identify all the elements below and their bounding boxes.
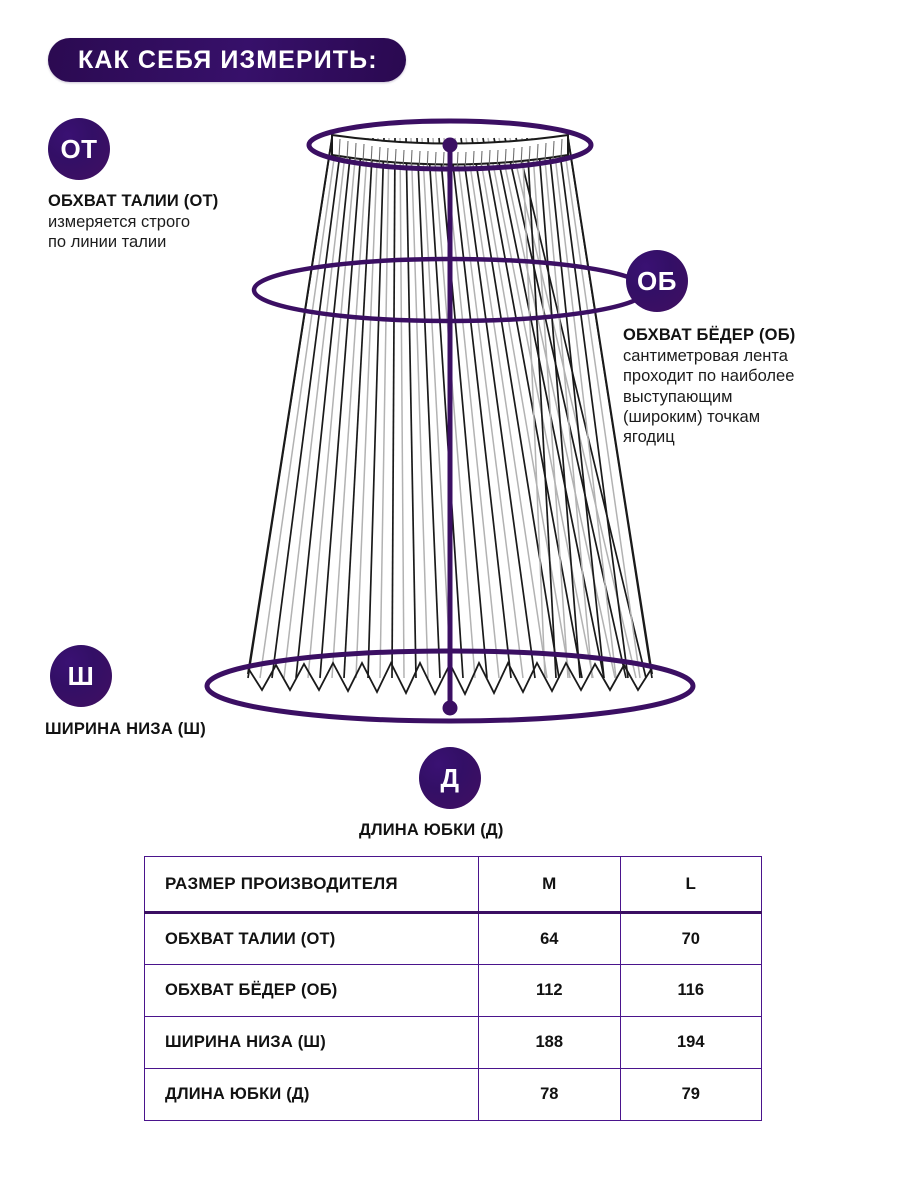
table-row: ОБХВАТ БЁДЕР (ОБ) 112 116 (144, 964, 762, 1017)
measure-title-waist: ОБХВАТ ТАЛИИ (ОТ) (48, 192, 219, 210)
table-cell-label: ШИРИНА НИЗА (Ш) (144, 1016, 479, 1069)
table-header-col-m: M (478, 856, 621, 914)
table-cell-label: ДЛИНА ЮБКИ (Д) (144, 1068, 479, 1121)
badge-bottom-width-label: Ш (67, 661, 95, 691)
measure-block-waist: ОБХВАТ ТАЛИИ (ОТ) измеряется строго по л… (48, 192, 318, 253)
measure-desc-hips: сантиметровая лента проходит по наиболее… (623, 347, 795, 447)
pleated-skirt-diagram (204, 118, 696, 724)
badge-hips: ОБ (626, 250, 688, 312)
table-row: ШИРИНА НИЗА (Ш) 188 194 (144, 1016, 762, 1069)
table-header-size-name: РАЗМЕР ПРОИЗВОДИТЕЛЯ (144, 856, 479, 914)
badge-hips-label: ОБ (637, 266, 677, 296)
badge-length: Д (419, 747, 481, 809)
table-row: ОБХВАТ ТАЛИИ (ОТ) 64 70 (144, 912, 762, 965)
table-cell-m: 78 (478, 1068, 621, 1121)
pleat-lines (247, 137, 653, 679)
badge-waist-label: ОТ (60, 134, 98, 164)
table-row: ДЛИНА ЮБКИ (Д) 78 79 (144, 1068, 762, 1121)
measure-title-hips: ОБХВАТ БЁДЕР (ОБ) (623, 326, 796, 344)
table-header-row: РАЗМЕР ПРОИЗВОДИТЕЛЯ M L (144, 856, 762, 914)
table-cell-label: ОБХВАТ ТАЛИИ (ОТ) (144, 912, 479, 965)
size-chart-table: РАЗМЕР ПРОИЗВОДИТЕЛЯ M L ОБХВАТ ТАЛИИ (О… (144, 856, 762, 1121)
measure-desc-waist: измеряется строго по линии талии (48, 213, 190, 252)
measure-title-length: ДЛИНА ЮБКИ (Д) (359, 821, 504, 839)
page-title: КАК СЕБЯ ИЗМЕРИТЬ: (78, 45, 378, 74)
badge-bottom-width: Ш (50, 645, 112, 707)
table-cell-m: 112 (478, 964, 621, 1017)
length-line-top-dot (442, 137, 458, 153)
table-cell-l: 70 (619, 912, 762, 965)
table-header-col-l: L (619, 856, 762, 914)
badge-waist: ОТ (48, 118, 110, 180)
length-line-bottom-dot (442, 700, 458, 716)
skirt-outline (247, 137, 653, 675)
table-cell-l: 194 (619, 1016, 762, 1069)
measure-title-bottom-width: ШИРИНА НИЗА (Ш) (45, 720, 206, 738)
badge-length-label: Д (440, 763, 460, 793)
table-cell-l: 79 (619, 1068, 762, 1121)
table-cell-l: 116 (619, 964, 762, 1017)
table-cell-m: 64 (478, 912, 621, 965)
table-cell-m: 188 (478, 1016, 621, 1069)
table-cell-label: ОБХВАТ БЁДЕР (ОБ) (144, 964, 479, 1017)
measure-block-hips: ОБХВАТ БЁДЕР (ОБ) сантиметровая лента пр… (623, 326, 895, 447)
page-title-banner: КАК СЕБЯ ИЗМЕРИТЬ: (48, 38, 406, 82)
